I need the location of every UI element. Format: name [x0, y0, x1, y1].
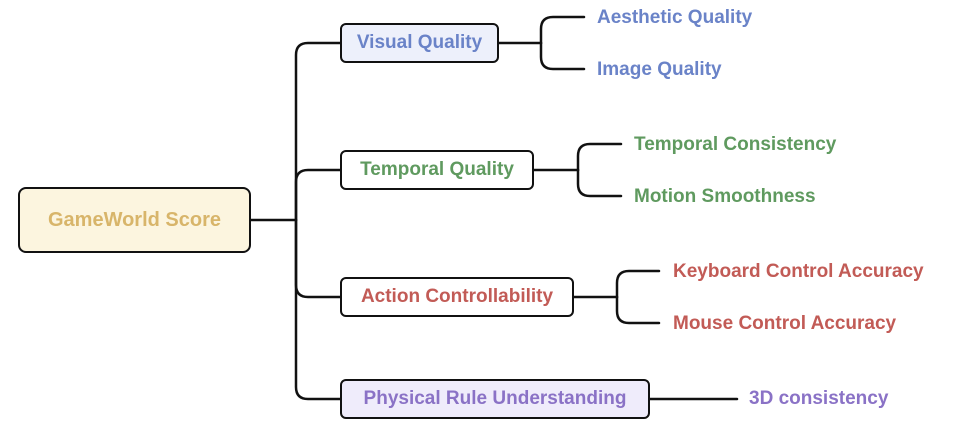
category-visual-quality: Visual Quality	[340, 23, 499, 63]
connector-to-visual	[294, 41, 342, 222]
category-label: Action Controllability	[360, 286, 554, 307]
connector-action-leaves-lower	[615, 295, 661, 325]
leaf-3d-consistency: 3D consistency	[749, 388, 889, 409]
connector-to-temporal	[294, 168, 342, 222]
category-temporal-quality: Temporal Quality	[340, 150, 534, 190]
category-label: Temporal Quality	[360, 159, 514, 180]
connector-to-physical	[294, 218, 342, 401]
leaf-motion-smoothness: Motion Smoothness	[634, 186, 816, 207]
leaf-mouse-control-accuracy: Mouse Control Accuracy	[673, 313, 897, 334]
category-physical-rule-understanding: Physical Rule Understanding	[340, 379, 650, 419]
leaf-temporal-consistency: Temporal Consistency	[634, 134, 837, 155]
connector-temporal-leaves-upper	[576, 142, 623, 172]
category-action-controllability: Action Controllability	[340, 277, 574, 317]
connector-temporal-leaves-lower	[576, 168, 623, 198]
leaf-aesthetic-quality: Aesthetic Quality	[597, 7, 753, 28]
root-label: GameWorld Score	[47, 208, 222, 231]
leaf-image-quality: Image Quality	[597, 59, 722, 80]
category-label: Physical Rule Understanding	[363, 388, 627, 409]
connector-visual-leaves-lower	[539, 41, 586, 71]
leaf-keyboard-control-accuracy: Keyboard Control Accuracy	[673, 261, 924, 282]
root-node: GameWorld Score	[18, 187, 251, 253]
connector-to-action	[294, 218, 342, 299]
category-label: Visual Quality	[356, 32, 483, 53]
connector-visual-leaves-upper	[539, 15, 586, 45]
connector-action-leaves-upper	[615, 269, 661, 299]
